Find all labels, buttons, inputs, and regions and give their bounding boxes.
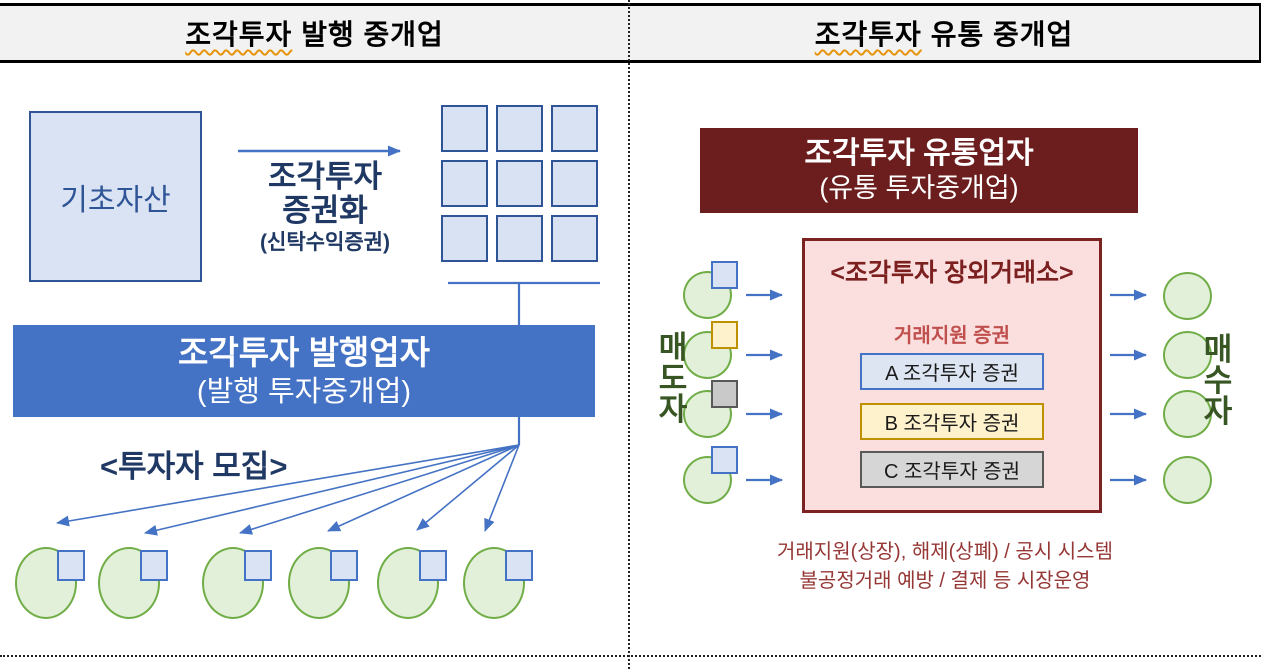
token-cell bbox=[551, 160, 598, 207]
token-square bbox=[419, 550, 447, 581]
securitization-line2: 증권화 bbox=[282, 193, 368, 229]
certificate-c: C 조각투자 증권 bbox=[860, 451, 1044, 488]
issuer-box: 조각투자 발행업자 (발행 투자중개업) bbox=[13, 325, 595, 417]
securitization-label: 조각투자 증권화 (신탁수익증권) bbox=[236, 159, 414, 255]
market-ops-caption-line1: 거래지원(상장), 해제(상폐) / 공시 시스템 bbox=[777, 541, 1113, 563]
header-band: 조각투자 발행 중개업 조각투자 유통 중개업 bbox=[0, 3, 1261, 63]
seller-holding-square-blue bbox=[711, 261, 738, 289]
investor-unit bbox=[377, 547, 447, 623]
token-cell bbox=[496, 105, 543, 152]
token-grid bbox=[441, 105, 598, 262]
bottom-divider bbox=[0, 655, 1261, 657]
seller-holding-square-gray bbox=[711, 380, 738, 408]
header-right-title: 조각투자 유통 중개업 bbox=[629, 6, 1259, 60]
token-cell bbox=[441, 105, 488, 152]
seller-holding-square-blue bbox=[711, 446, 738, 474]
certificate-b: B 조각투자 증권 bbox=[860, 403, 1044, 440]
token-cell bbox=[441, 160, 488, 207]
certificate-a: A 조각투자 증권 bbox=[860, 353, 1044, 390]
panel-divider bbox=[628, 0, 630, 669]
issuer-box-line2: (발행 투자중개업) bbox=[196, 375, 412, 408]
buyer-circle bbox=[1163, 456, 1212, 504]
header-left-title-rest: 발행 중개업 bbox=[301, 19, 444, 50]
seller-label: 매도자 bbox=[658, 330, 688, 427]
buyer-circle bbox=[1163, 272, 1212, 320]
distributor-box: 조각투자 유통업자 (유통 투자중개업) bbox=[700, 128, 1138, 213]
underlying-asset-box: 기초자산 bbox=[29, 111, 202, 282]
token-cell bbox=[551, 105, 598, 152]
header-right-title-rest: 유통 중개업 bbox=[930, 19, 1074, 50]
otc-exchange-box: <조각투자 장외거래소> 거래지원 증권 A 조각투자 증권 B 조각투자 증권… bbox=[802, 238, 1102, 513]
header-right-title-word1: 조각투자 bbox=[814, 19, 922, 50]
seller-holding-square-yellow bbox=[711, 321, 738, 349]
token-square bbox=[140, 550, 168, 581]
token-cell bbox=[496, 160, 543, 207]
investor-unit bbox=[98, 547, 168, 623]
buyer-label: 매수자 bbox=[1203, 332, 1233, 429]
market-ops-caption: 거래지원(상장), 해제(상폐) / 공시 시스템 불공정거래 예방 / 결제 … bbox=[640, 538, 1250, 596]
exchange-title: <조각투자 장외거래소> bbox=[830, 259, 1074, 287]
investor-unit bbox=[202, 547, 272, 623]
distributor-box-line2: (유통 투자중개업) bbox=[819, 173, 1019, 204]
seller-arrows bbox=[746, 289, 783, 486]
investor-unit bbox=[463, 547, 533, 623]
header-left-title: 조각투자 발행 중개업 bbox=[0, 6, 629, 60]
distributor-box-line1: 조각투자 유통업자 bbox=[804, 136, 1034, 170]
issuer-box-line1: 조각투자 발행업자 bbox=[177, 334, 431, 372]
token-cell bbox=[496, 215, 543, 262]
investor-recruit-label: <투자자 모집> bbox=[100, 449, 288, 484]
token-cell bbox=[551, 215, 598, 262]
securitization-line3: (신탁수익증권) bbox=[260, 231, 390, 255]
buyer-circle bbox=[1163, 331, 1212, 379]
token-square bbox=[57, 550, 85, 581]
token-cell bbox=[441, 215, 488, 262]
exchange-subtitle: 거래지원 증권 bbox=[894, 325, 1010, 347]
market-ops-caption-line2: 불공정거래 예방 / 결제 등 시장운영 bbox=[799, 570, 1091, 592]
token-square bbox=[330, 550, 358, 581]
buyer-circle bbox=[1163, 390, 1212, 438]
buyer-arrows bbox=[1110, 289, 1147, 486]
header-left-title-word1: 조각투자 bbox=[185, 19, 293, 50]
underlying-asset-label: 기초자산 bbox=[60, 183, 171, 217]
token-square bbox=[244, 550, 272, 581]
investor-unit bbox=[288, 547, 358, 623]
securitization-line1: 조각투자 bbox=[267, 159, 383, 194]
investor-unit bbox=[15, 547, 85, 623]
token-square bbox=[505, 550, 533, 581]
